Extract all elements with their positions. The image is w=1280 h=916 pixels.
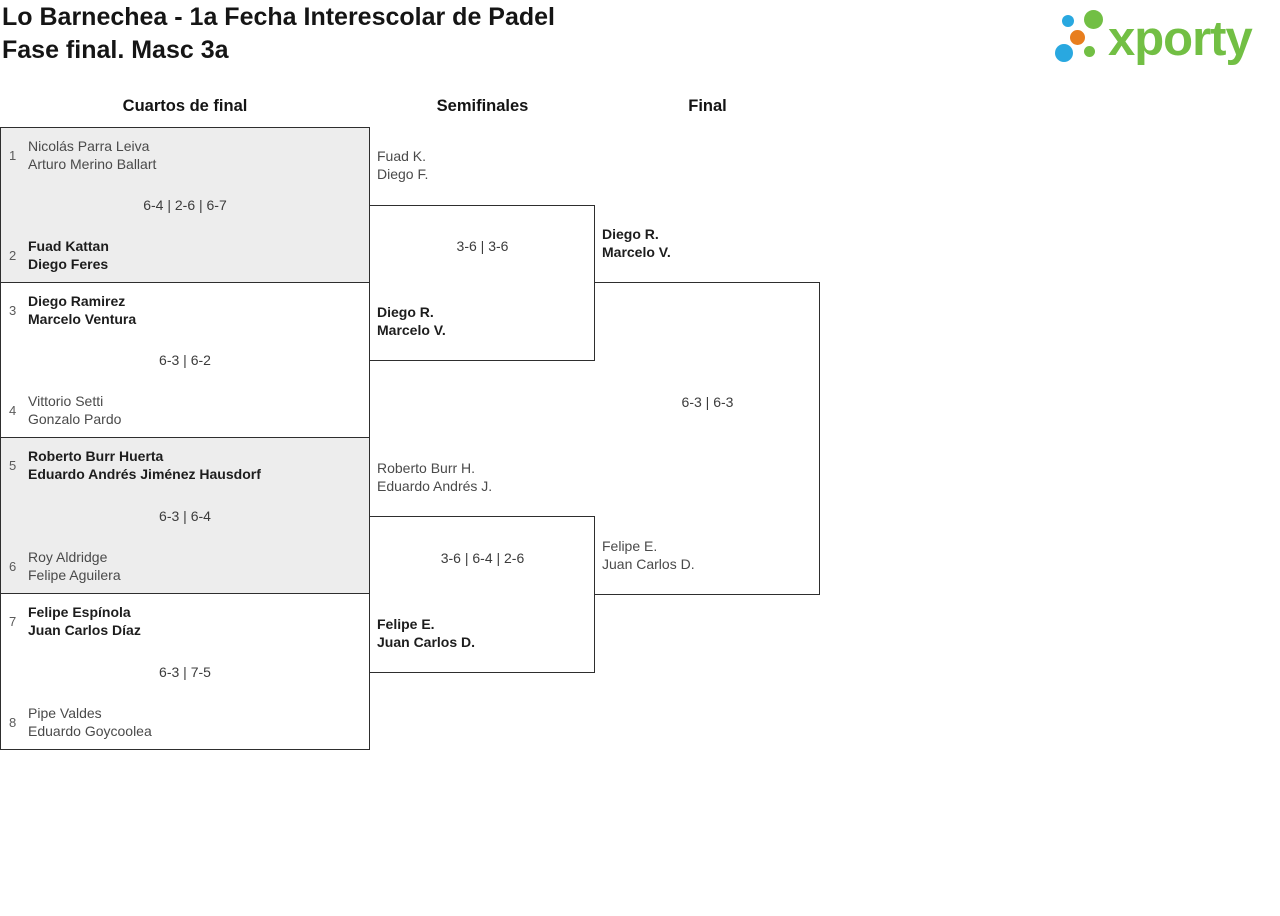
xporty-logo: xporty	[1048, 7, 1272, 69]
player-name: Gonzalo Pardo	[28, 411, 122, 427]
sf2-team-bottom: Felipe E. Juan Carlos D.	[377, 615, 475, 651]
seed-number: 7	[9, 613, 17, 629]
player-name: Felipe E.	[602, 538, 658, 554]
player-name: Pipe Valdes	[28, 705, 102, 721]
logo-dot-green-small-icon	[1084, 46, 1095, 57]
connector-line-sf2-bottom	[369, 672, 595, 673]
qf2-team-bottom: 4 Vittorio Setti Gonzalo Pardo	[9, 392, 121, 428]
player-name: Roberto Burr H.	[377, 460, 476, 476]
connector-line-sf1-bottom	[369, 360, 595, 361]
seed-number: 3	[9, 302, 17, 318]
player-name: Eduardo Andrés Jiménez Hausdorf	[28, 466, 261, 482]
round-header-cuartos: Cuartos de final	[122, 97, 248, 115]
qf4-team-top: 7 Felipe Espínola Juan Carlos Díaz	[9, 603, 141, 639]
player-name: Felipe E.	[377, 616, 435, 632]
match-score: 6-3 | 7-5	[159, 663, 211, 680]
player-name: Juan Carlos D.	[602, 556, 695, 572]
player-name: Diego R.	[602, 226, 659, 242]
page-title-line2: Fase final. Masc 3a	[2, 36, 229, 64]
sf1-score: 3-6 | 3-6	[456, 238, 509, 254]
player-name: Fuad K.	[377, 148, 427, 164]
match-score: 6-3 | 6-2	[159, 352, 211, 368]
quarterfinal-match-2: 3 Diego Ramirez Marcelo Ventura 6-3 | 6-…	[0, 282, 370, 438]
player-name: Felipe Espínola	[28, 604, 131, 620]
connector-line-final-top	[594, 282, 820, 283]
final-team-top: Diego R. Marcelo V.	[602, 225, 671, 261]
player-name: Juan Carlos D.	[377, 634, 476, 650]
seed-number: 1	[9, 147, 17, 163]
qf2-team-top: 3 Diego Ramirez Marcelo Ventura	[9, 292, 136, 328]
page-title: Lo Barnechea - 1a Fecha Interescolar de …	[2, 1, 555, 67]
player-name: Diego F.	[377, 166, 429, 182]
player-name: Diego Feres	[28, 256, 109, 272]
logo-dot-orange-icon	[1070, 30, 1085, 45]
final-score: 6-3 | 6-3	[681, 394, 734, 410]
match-score: 6-3 | 6-4	[159, 507, 211, 524]
player-name: Roy Aldridge	[28, 549, 108, 565]
quarterfinal-match-4: 7 Felipe Espínola Juan Carlos Díaz 6-3 |…	[0, 593, 370, 750]
sf1-team-bottom: Diego R. Marcelo V.	[377, 303, 446, 339]
sf2-score: 3-6 | 6-4 | 2-6	[440, 550, 525, 566]
logo-dot-blue-small-icon	[1062, 15, 1074, 27]
logo-dot-blue-large-icon	[1055, 44, 1073, 62]
final-team-bottom: Felipe E. Juan Carlos D.	[602, 537, 695, 573]
player-name: Felipe Aguilera	[28, 567, 121, 583]
player-name: Juan Carlos Díaz	[28, 622, 141, 638]
logo-wordmark: xporty	[1108, 12, 1253, 66]
qf1-team-top: 1 Nicolás Parra Leiva Arturo Merino Ball…	[9, 137, 156, 173]
page-title-line1: Lo Barnechea - 1a Fecha Interescolar de …	[2, 3, 556, 31]
qf4-team-bottom: 8 Pipe Valdes Eduardo Goycoolea	[9, 704, 152, 740]
player-name: Roberto Burr Huerta	[28, 448, 164, 464]
quarterfinal-match-1: 1 Nicolás Parra Leiva Arturo Merino Ball…	[0, 127, 370, 283]
seed-number: 8	[9, 714, 17, 730]
player-name: Diego Ramirez	[28, 293, 126, 309]
player-name: Marcelo V.	[377, 322, 446, 338]
round-header-final: Final	[688, 97, 727, 115]
connector-line-final-bottom	[594, 594, 820, 595]
seed-number: 4	[9, 402, 17, 418]
connector-line-sf1-join	[594, 205, 595, 361]
qf3-team-bottom: 6 Roy Aldridge Felipe Aguilera	[9, 548, 121, 584]
qf1-team-bottom: 2 Fuad Kattan Diego Feres	[9, 237, 109, 273]
seed-number: 2	[9, 247, 17, 263]
sf1-team-top: Fuad K. Diego F.	[377, 147, 428, 183]
player-name: Nicolás Parra Leiva	[28, 138, 150, 154]
quarterfinal-match-3: 5 Roberto Burr Huerta Eduardo Andrés Jim…	[0, 437, 370, 594]
connector-line-sf1-top	[369, 205, 595, 206]
sf2-team-top: Roberto Burr H. Eduardo Andrés J.	[377, 459, 492, 495]
logo-dot-green-large-icon	[1084, 10, 1103, 29]
connector-line-sf2-top	[369, 516, 595, 517]
player-name: Marcelo V.	[602, 244, 671, 260]
player-name: Eduardo Goycoolea	[28, 723, 152, 739]
player-name: Eduardo Andrés J.	[377, 478, 493, 494]
player-name: Fuad Kattan	[28, 238, 109, 254]
seed-number: 6	[9, 558, 17, 574]
player-name: Vittorio Setti	[28, 393, 104, 409]
player-name: Arturo Merino Ballart	[28, 156, 157, 172]
match-score: 6-4 | 2-6 | 6-7	[143, 197, 227, 213]
player-name: Marcelo Ventura	[28, 311, 137, 327]
player-name: Diego R.	[377, 304, 434, 320]
connector-line-final-join	[819, 282, 820, 595]
round-header-semifinales: Semifinales	[436, 97, 529, 115]
seed-number: 5	[9, 457, 17, 473]
qf3-team-top: 5 Roberto Burr Huerta Eduardo Andrés Jim…	[9, 447, 261, 483]
